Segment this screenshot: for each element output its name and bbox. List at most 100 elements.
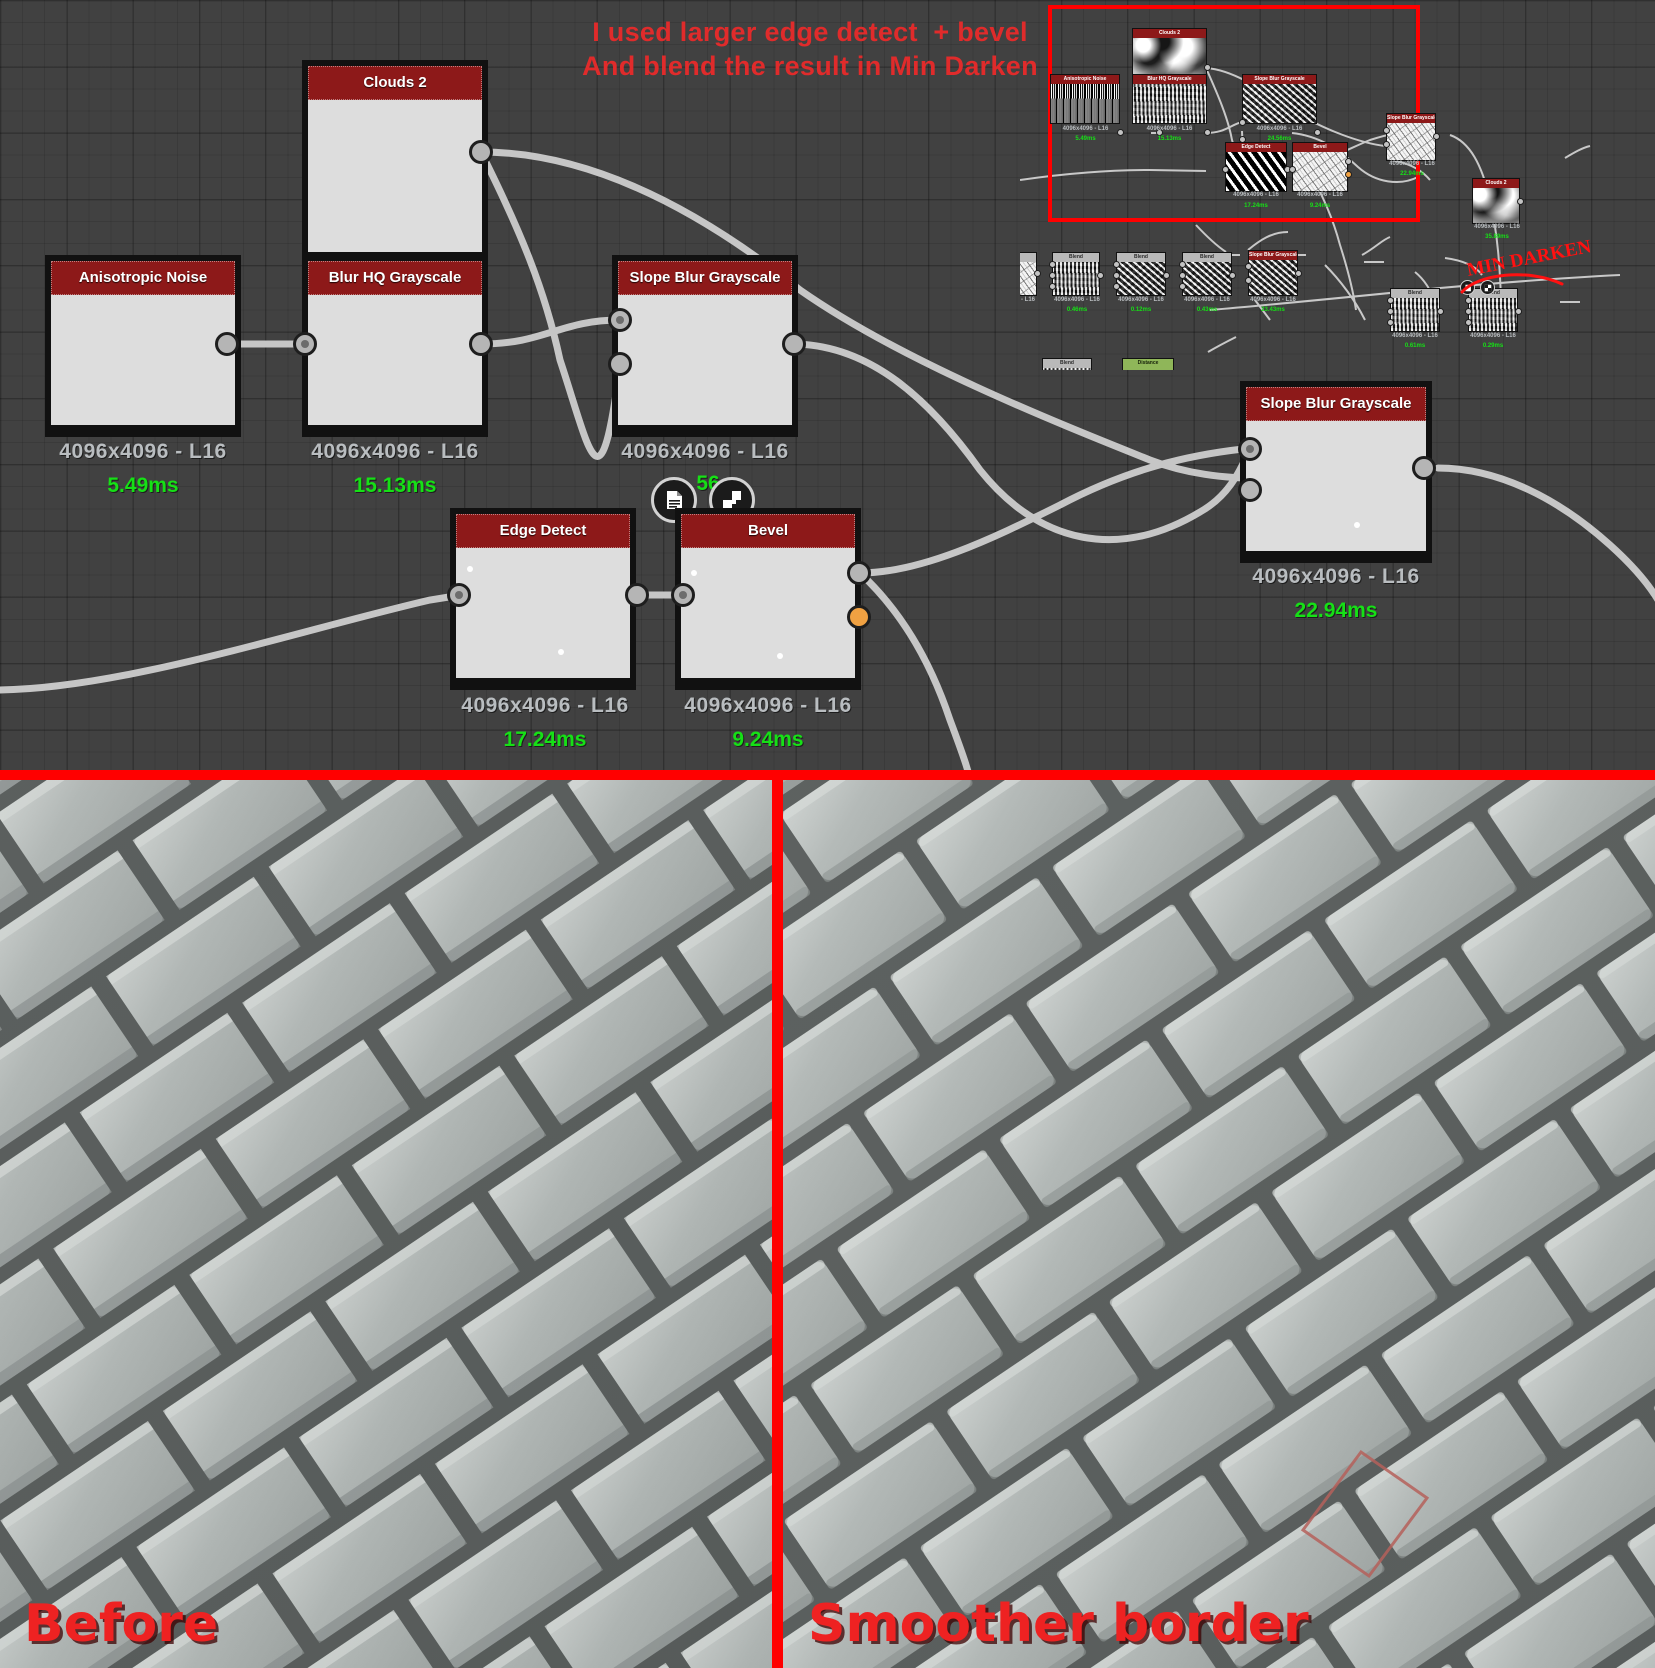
- graph-minimap[interactable]: Clouds 2 Anisotropic Noise 4096x4096 - L…: [1020, 0, 1655, 370]
- minimap-node-blend-6[interactable]: Blend: [1042, 358, 1092, 370]
- minimap-port[interactable]: [1163, 272, 1170, 279]
- minimap-port[interactable]: [1179, 283, 1186, 290]
- minimap-node-thumbnail: [1226, 152, 1286, 191]
- minimap-node-blend-5[interactable]: Blend: [1468, 288, 1518, 332]
- minimap-port[interactable]: [1113, 283, 1120, 290]
- minimap-port[interactable]: [1289, 166, 1296, 173]
- node-timing-label: 5.49ms: [107, 474, 179, 497]
- minimap-port[interactable]: [1295, 270, 1302, 277]
- minimap-node-aniso[interactable]: Anisotropic Noise: [1050, 74, 1120, 124]
- port-bevel-out-orange[interactable]: [847, 605, 871, 629]
- minimap-node-thumbnail: [1293, 152, 1347, 191]
- node-slope-blur-grayscale-1[interactable]: Slope Blur Grayscale: [612, 255, 798, 437]
- minimap-port[interactable]: [1465, 319, 1472, 326]
- minimap-port[interactable]: [1517, 198, 1524, 205]
- node-edge-detect[interactable]: Edge Detect: [450, 508, 636, 690]
- minimap-checker-icon[interactable]: [1480, 280, 1495, 295]
- node-slope-blur-grayscale-2[interactable]: Slope Blur Grayscale: [1240, 381, 1432, 563]
- minimap-port[interactable]: [1229, 272, 1236, 279]
- minimap-port[interactable]: [1204, 129, 1211, 136]
- minimap-port[interactable]: [1387, 319, 1394, 326]
- minimap-node-timing: 15.13ms: [1157, 136, 1182, 142]
- minimap-port[interactable]: [1156, 129, 1163, 136]
- minimap-node-timing: 22.94ms: [1400, 171, 1424, 177]
- minimap-port[interactable]: [1245, 263, 1252, 270]
- brick-texture-after: [783, 770, 1655, 1668]
- port-blurhq-in[interactable]: [293, 332, 317, 356]
- node-resolution-label: 4096x4096 - L16: [59, 440, 227, 463]
- minimap-port[interactable]: [1113, 272, 1120, 279]
- minimap-port[interactable]: [1437, 308, 1444, 315]
- node-title: Slope Blur Grayscale: [618, 261, 792, 295]
- minimap-port[interactable]: [1097, 272, 1104, 279]
- minimap-node-thumbnail: [1051, 84, 1119, 123]
- minimap-port[interactable]: [1222, 166, 1229, 173]
- port-slope1-in-2[interactable]: [608, 352, 632, 376]
- comparison-vertical-divider: [772, 770, 783, 1668]
- minimap-port[interactable]: [1314, 129, 1321, 136]
- texture-speck: [467, 566, 473, 572]
- minimap-node-slope1[interactable]: Slope Blur Grayscale: [1242, 74, 1317, 124]
- minimap-node-timing: 35.89ms: [1485, 234, 1509, 240]
- minimap-port[interactable]: [1117, 129, 1124, 136]
- port-slope2-out[interactable]: [1412, 456, 1436, 480]
- minimap-node-thumbnail: [1391, 298, 1439, 331]
- port-edge-out[interactable]: [625, 583, 649, 607]
- minimap-port[interactable]: [1515, 308, 1522, 315]
- minimap-port[interactable]: [1245, 277, 1252, 284]
- minimap-node-slope2[interactable]: Slope Blur Grayscale: [1386, 113, 1436, 161]
- minimap-node-meta: 4096x4096 - L16: [1297, 192, 1343, 198]
- minimap-node-edge-detect[interactable]: Edge Detect: [1225, 142, 1287, 192]
- node-bevel[interactable]: Bevel: [675, 508, 861, 690]
- minimap-port[interactable]: [1383, 127, 1390, 134]
- comparison-right-image: [783, 770, 1655, 1668]
- minimap-port-orange[interactable]: [1345, 171, 1352, 178]
- minimap-node-clouds2[interactable]: Clouds 2: [1132, 28, 1207, 78]
- minimap-node-thumbnail: [1123, 368, 1173, 370]
- port-edge-in[interactable]: [447, 583, 471, 607]
- minimap-node-blend-2[interactable]: Blend: [1116, 252, 1166, 296]
- node-title: Anisotropic Noise: [51, 261, 235, 295]
- minimap-port[interactable]: [1239, 119, 1246, 126]
- minimap-port[interactable]: [1433, 133, 1440, 140]
- node-graph-canvas[interactable]: Clouds 2 Anisotropic Noise 4096x4096 - L…: [0, 0, 1655, 775]
- minimap-port[interactable]: [1383, 141, 1390, 148]
- minimap-node-blend-1[interactable]: Blend: [1052, 252, 1100, 296]
- minimap-port[interactable]: [1179, 261, 1186, 268]
- min-darken-underline: [1460, 273, 1564, 294]
- minimap-node-slope3[interactable]: Slope Blur Grayscale: [1248, 250, 1298, 296]
- minimap-node-blend-4[interactable]: Blend: [1390, 288, 1440, 332]
- minimap-port[interactable]: [1387, 308, 1394, 315]
- minimap-port[interactable]: [1049, 283, 1056, 290]
- minimap-port[interactable]: [1034, 270, 1041, 277]
- minimap-port[interactable]: [1465, 308, 1472, 315]
- minimap-node-blend-3[interactable]: Blend: [1182, 252, 1232, 296]
- port-bevel-out[interactable]: [847, 561, 871, 585]
- minimap-node-blurhq[interactable]: Blur HQ Grayscale: [1132, 74, 1207, 124]
- document-icon[interactable]: [651, 477, 697, 523]
- port-bevel-in[interactable]: [671, 583, 695, 607]
- minimap-port[interactable]: [1387, 297, 1394, 304]
- port-slope1-in-1[interactable]: [608, 308, 632, 332]
- port-clouds2-out[interactable]: [469, 140, 493, 164]
- minimap-port[interactable]: [1204, 64, 1211, 71]
- minimap-node-bevel[interactable]: Bevel: [1292, 142, 1348, 192]
- port-blurhq-out[interactable]: [469, 332, 493, 356]
- minimap-port[interactable]: [1049, 272, 1056, 279]
- port-slope2-in-2[interactable]: [1238, 478, 1262, 502]
- minimap-node-partial[interactable]: [1020, 252, 1037, 296]
- node-anisotropic-noise[interactable]: Anisotropic Noise: [45, 255, 241, 437]
- minimap-port[interactable]: [1465, 297, 1472, 304]
- minimap-node-distance[interactable]: Distance: [1122, 358, 1174, 370]
- port-slope1-out[interactable]: [782, 332, 806, 356]
- minimap-node-clouds2-right[interactable]: Clouds 2: [1472, 178, 1520, 224]
- node-clouds2[interactable]: Clouds 2: [302, 60, 488, 264]
- node-blur-hq-grayscale[interactable]: Blur HQ Grayscale: [302, 255, 488, 437]
- minimap-node-title: Anisotropic Noise: [1051, 75, 1119, 84]
- minimap-port[interactable]: [1049, 261, 1056, 268]
- minimap-port[interactable]: [1345, 158, 1352, 165]
- port-slope2-in-1[interactable]: [1238, 437, 1262, 461]
- port-aniso-out[interactable]: [215, 332, 239, 356]
- minimap-port[interactable]: [1113, 261, 1120, 268]
- minimap-port[interactable]: [1179, 272, 1186, 279]
